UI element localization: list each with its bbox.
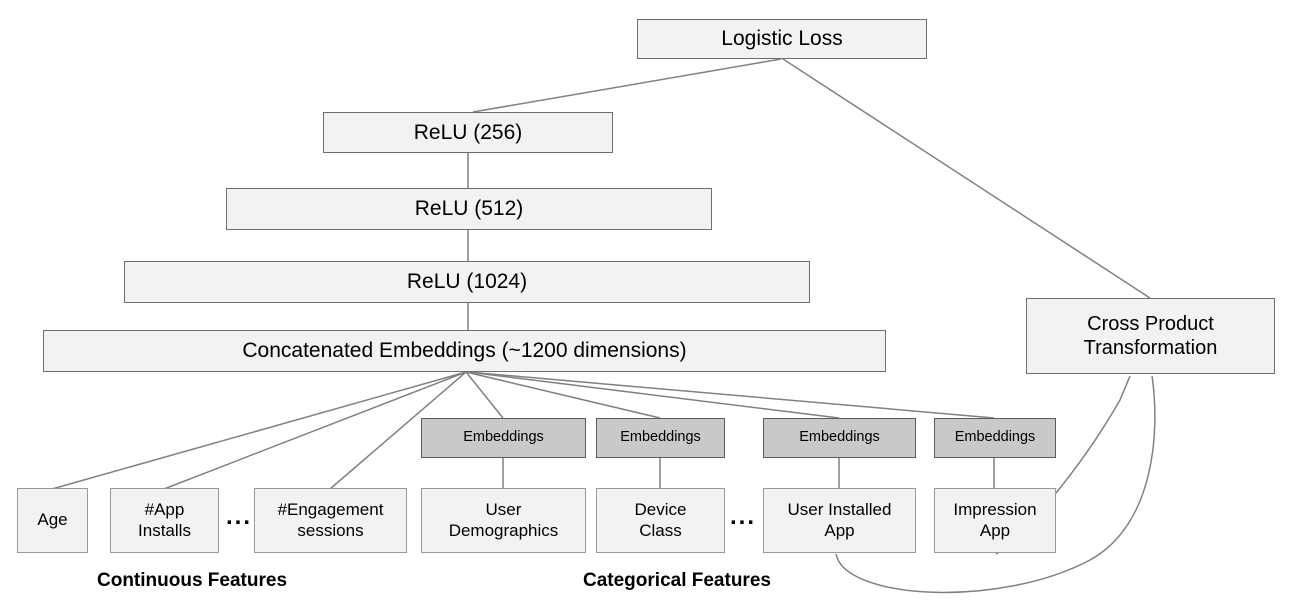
feature-user-demographics: User Demographics: [421, 488, 586, 553]
node-relu-512: ReLU (512): [226, 188, 712, 230]
edge-user-installed-app-to-cross-product: [835, 375, 1156, 594]
feature-app-installs-label: #App Installs: [138, 499, 191, 540]
feature-engagement-sessions-label: #Engagement sessions: [277, 499, 384, 540]
feature-user-installed-app: User Installed App: [763, 488, 916, 553]
embeddings-user-installed-app: Embeddings: [763, 418, 916, 458]
node-logistic-loss: Logistic Loss: [637, 19, 927, 59]
node-cross-product-transformation: Cross Product Transformation: [1026, 298, 1275, 374]
embeddings-label: Embeddings: [799, 429, 880, 446]
feature-user-demographics-label: User Demographics: [448, 499, 559, 540]
node-logistic-loss-label: Logistic Loss: [721, 27, 843, 51]
node-relu-1024-label: ReLU (1024): [406, 270, 528, 294]
feature-age: Age: [17, 488, 88, 553]
label-continuous-features: Continuous Features: [97, 570, 288, 591]
node-concatenated-embeddings: Concatenated Embeddings (~1200 dimension…: [43, 330, 886, 372]
edge-loss-to-relu256: [472, 58, 782, 113]
embeddings-label: Embeddings: [620, 429, 701, 446]
feature-device-class: Device Class: [596, 488, 725, 553]
node-relu-256-label: ReLU (256): [413, 120, 523, 144]
node-concatenated-embeddings-label: Concatenated Embeddings (~1200 dimension…: [242, 339, 687, 363]
feature-age-label: Age: [37, 510, 68, 530]
edge-concat-to-emb-user-installed-app: [467, 371, 840, 419]
edge-concat-to-age: [51, 371, 467, 490]
embeddings-impression-app: Embeddings: [934, 418, 1056, 458]
node-relu-1024: ReLU (1024): [124, 261, 810, 303]
edge-concat-to-emb-user-demographics: [465, 371, 504, 419]
node-cross-product-transformation-label: Cross Product Transformation: [1083, 312, 1218, 359]
embeddings-device-class: Embeddings: [596, 418, 725, 458]
node-relu-256: ReLU (256): [323, 112, 613, 153]
edge-concat-to-emb-device-class: [465, 371, 661, 419]
edge-concat-to-emb-impression-app: [467, 371, 995, 419]
embeddings-label: Embeddings: [954, 429, 1036, 446]
ellipsis-continuous: ...: [226, 503, 253, 530]
feature-impression-app-label: Impression App: [953, 499, 1037, 540]
feature-engagement-sessions: #Engagement sessions: [254, 488, 407, 553]
feature-device-class-label: Device Class: [634, 499, 687, 540]
feature-user-installed-app-label: User Installed App: [787, 499, 892, 540]
embeddings-user-demographics: Embeddings: [421, 418, 586, 458]
feature-impression-app: Impression App: [934, 488, 1056, 553]
embeddings-label: Embeddings: [463, 429, 544, 446]
label-categorical-features: Categorical Features: [583, 570, 771, 591]
edge-loss-to-cross-product: [782, 58, 1151, 299]
ellipsis-categorical: ...: [730, 503, 757, 530]
node-relu-512-label: ReLU (512): [414, 197, 524, 221]
feature-app-installs: #App Installs: [110, 488, 219, 553]
